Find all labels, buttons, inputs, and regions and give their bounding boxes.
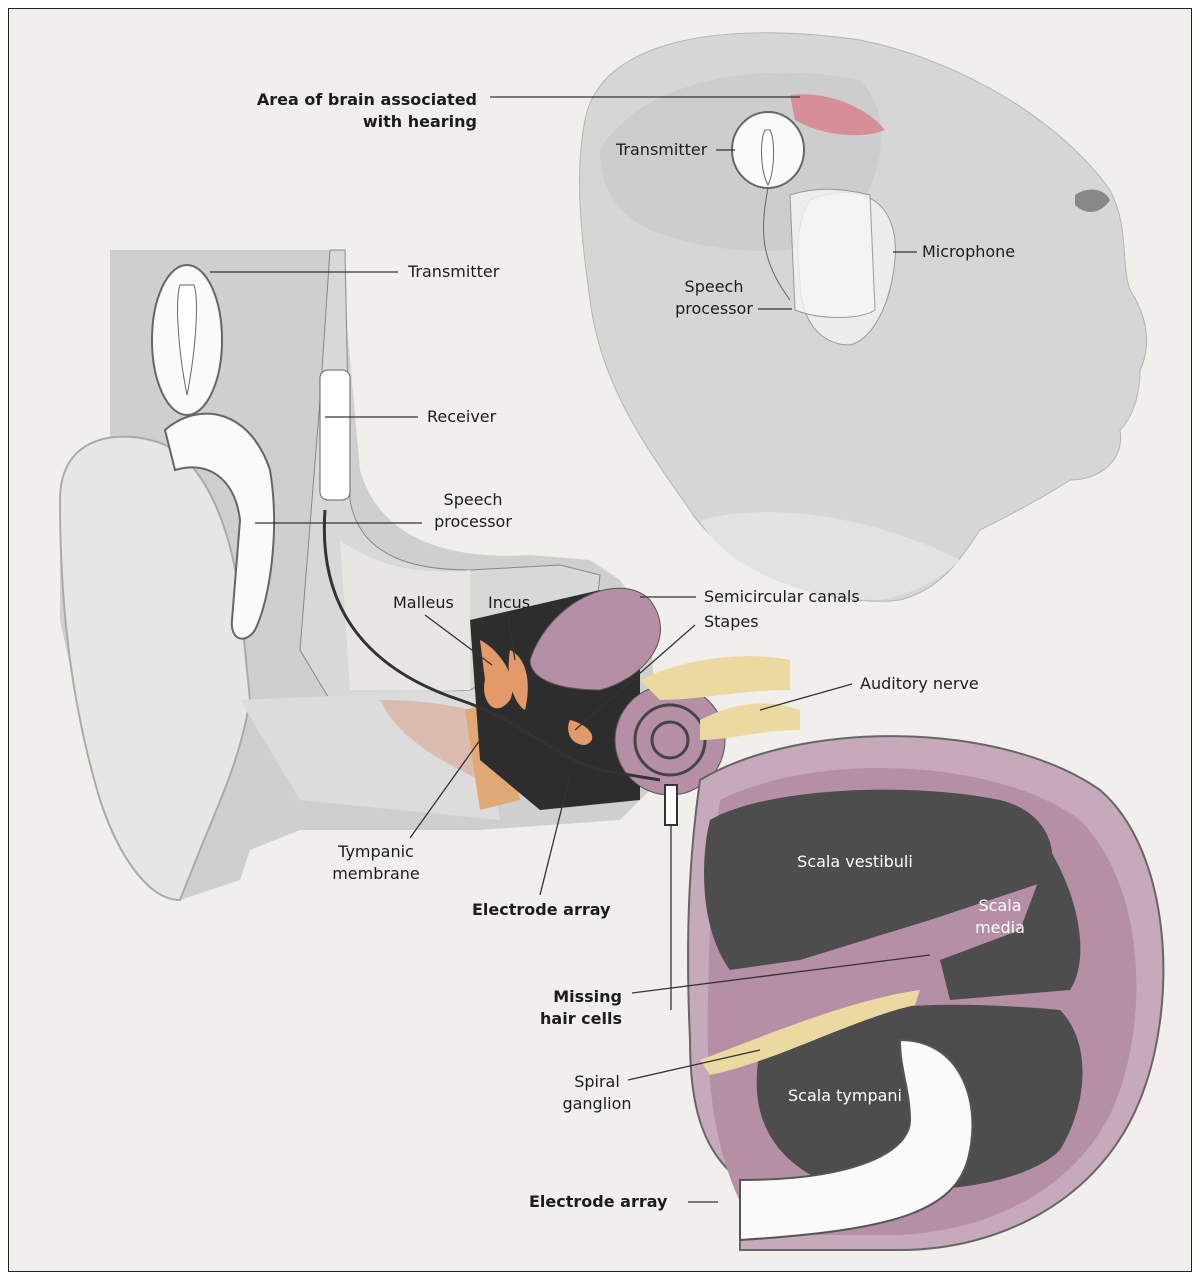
label-receiver: Receiver: [427, 407, 497, 426]
label-scala-vestibuli: Scala vestibuli: [797, 852, 913, 871]
label-line: processor: [434, 512, 512, 531]
label-brain-area: Area of brain associated with hearing: [200, 89, 477, 133]
semicircular-canals-shape: [529, 587, 661, 691]
label-electrode-array-lower: Electrode array: [529, 1192, 668, 1211]
speech-processor-shape: [163, 412, 275, 640]
label-tympanic-membrane: Tympanic membrane: [326, 841, 426, 885]
malleus-shape: [480, 640, 513, 709]
label-line: Area of brain associated: [256, 90, 477, 109]
incus-shape: [508, 650, 528, 710]
brain-hearing-area: [790, 94, 885, 136]
stapes-shape: [568, 720, 593, 745]
label-microphone: Microphone: [922, 242, 1016, 261]
label-stapes: Stapes: [704, 612, 759, 631]
label-line: Speech: [443, 490, 503, 509]
label-line: Missing: [553, 987, 622, 1006]
label-line: hair cells: [540, 1009, 622, 1028]
label-malleus: Malleus: [393, 593, 454, 612]
spiral-ganglion-shape: [700, 990, 920, 1075]
label-missing-hair-cells: Missing hair cells: [500, 986, 622, 1030]
electrode-array-shape: [739, 1038, 974, 1242]
cochlea-cross-section: [687, 735, 1165, 1251]
label-scala-media: Scala media: [960, 895, 1040, 939]
scala-vestibuli-shape: [704, 789, 1053, 970]
label-line: Scala: [978, 896, 1022, 915]
label-transmitter: Transmitter: [408, 262, 500, 281]
label-spiral-ganglion: Spiral ganglion: [552, 1071, 642, 1115]
label-line: ganglion: [562, 1094, 632, 1113]
label-line: membrane: [332, 864, 420, 883]
label-semicircular-canals: Semicircular canals: [704, 587, 860, 606]
scala-media-shape: [940, 850, 1081, 1000]
label-transmitter-child: Transmitter: [616, 140, 708, 159]
label-line: Speech: [684, 277, 744, 296]
child-head-illustration: [579, 32, 1148, 602]
label-electrode-array-upper: Electrode array: [472, 900, 611, 919]
label-line: Spiral: [574, 1072, 620, 1091]
receiver-shape: [319, 369, 351, 501]
label-line: media: [975, 918, 1025, 937]
leader-lines: [210, 96, 931, 1203]
ear-cross-section: [58, 249, 800, 902]
label-scala-tympani: Scala tympani: [788, 1086, 902, 1105]
label-line: processor: [675, 299, 753, 318]
label-incus: Incus: [488, 593, 531, 612]
label-line: with hearing: [362, 112, 477, 131]
label-speech-processor-child: Speech processor: [664, 276, 764, 320]
electrode-lead: [322, 509, 661, 782]
label-line: Tympanic: [338, 842, 414, 861]
label-auditory-nerve: Auditory nerve: [860, 674, 979, 693]
label-speech-processor: Speech processor: [423, 489, 523, 533]
auditory-nerve-shape: [640, 656, 790, 700]
